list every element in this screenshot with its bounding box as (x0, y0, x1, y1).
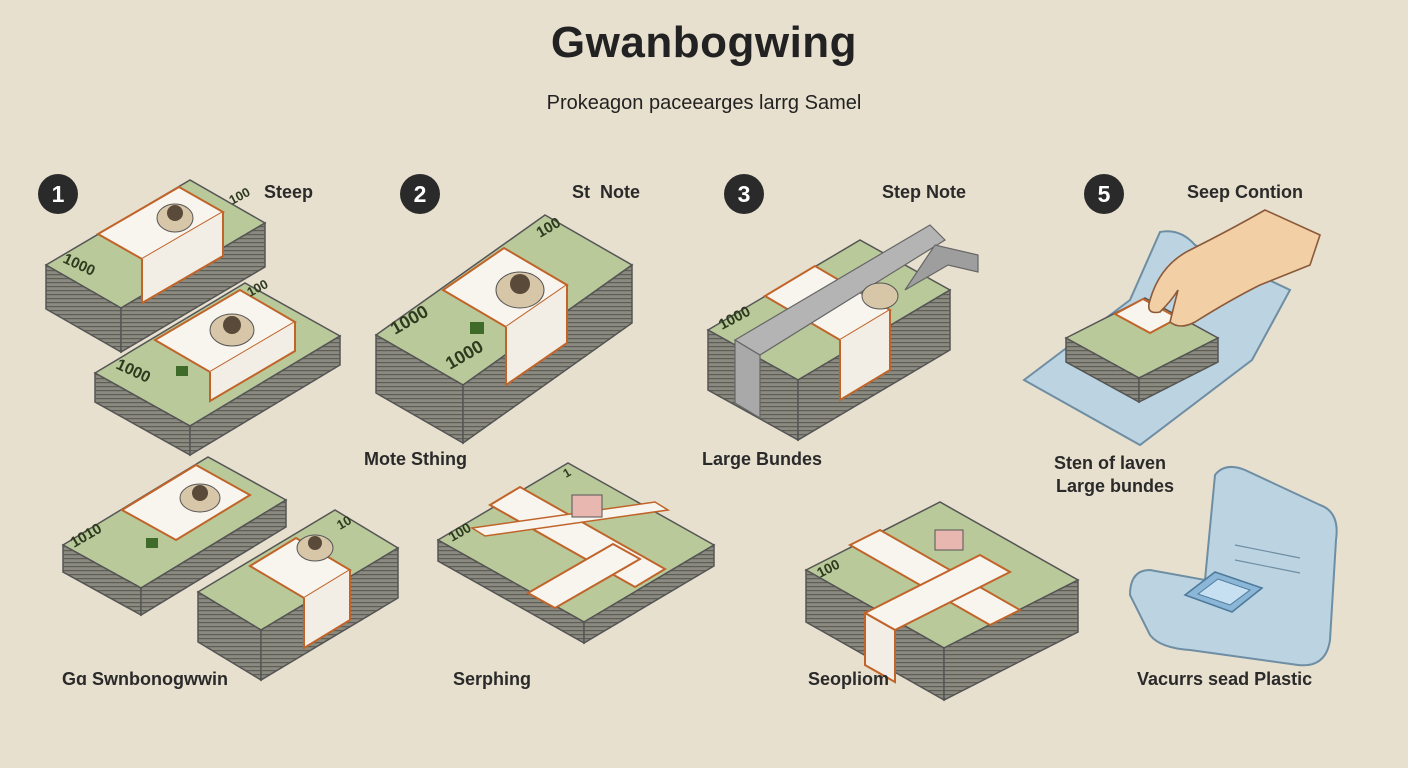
vacuum-plastic-pouch (1128, 465, 1338, 667)
caption-large-bundes: Large Bundes (702, 449, 823, 469)
step-label-2: St Note (572, 182, 641, 202)
bundle-row2-back (61, 456, 288, 617)
bundle-crossband-serphing (436, 462, 716, 645)
step-label-3: Step Note (882, 182, 967, 202)
caption-vacurrs-sead-plastic: Vacurrs sead Plastic (1137, 669, 1313, 689)
step-badge-2: 2 (400, 174, 440, 214)
caption-seopliom: Seopliom (808, 669, 890, 689)
bundle-crossband-seopliom (804, 501, 1080, 702)
hand-icon (1147, 209, 1321, 327)
step-label-1: Steep (264, 182, 314, 202)
bundle-step2 (374, 214, 634, 445)
caption-serphing: Serphing (453, 669, 532, 689)
step-badge-3: 3 (724, 174, 764, 214)
bundle-step1-front (93, 282, 342, 457)
caption-large-bundes-2: Large bundes (1056, 476, 1175, 496)
bundle-row2-front (196, 509, 400, 682)
caption-gswnbonogwwin: Gɑ Swnbonogwwin (62, 669, 228, 689)
page-subtitle: Prokeagon paceearges larrg Samel (546, 92, 862, 114)
caption-mote-sthing: Mote Sthing (364, 449, 467, 469)
bundle-step3 (706, 224, 979, 442)
caption-sten-of-laven: Sten of laven (1054, 453, 1167, 473)
step-badge-5: 5 (1084, 174, 1124, 214)
page-title: Gwanbogwing (550, 18, 858, 67)
denomination-label: 10 (334, 512, 354, 532)
step-badge-1: 1 (38, 174, 78, 214)
bundle-step1-back (44, 179, 267, 354)
step-label-5: Seep Contion (1187, 182, 1303, 202)
